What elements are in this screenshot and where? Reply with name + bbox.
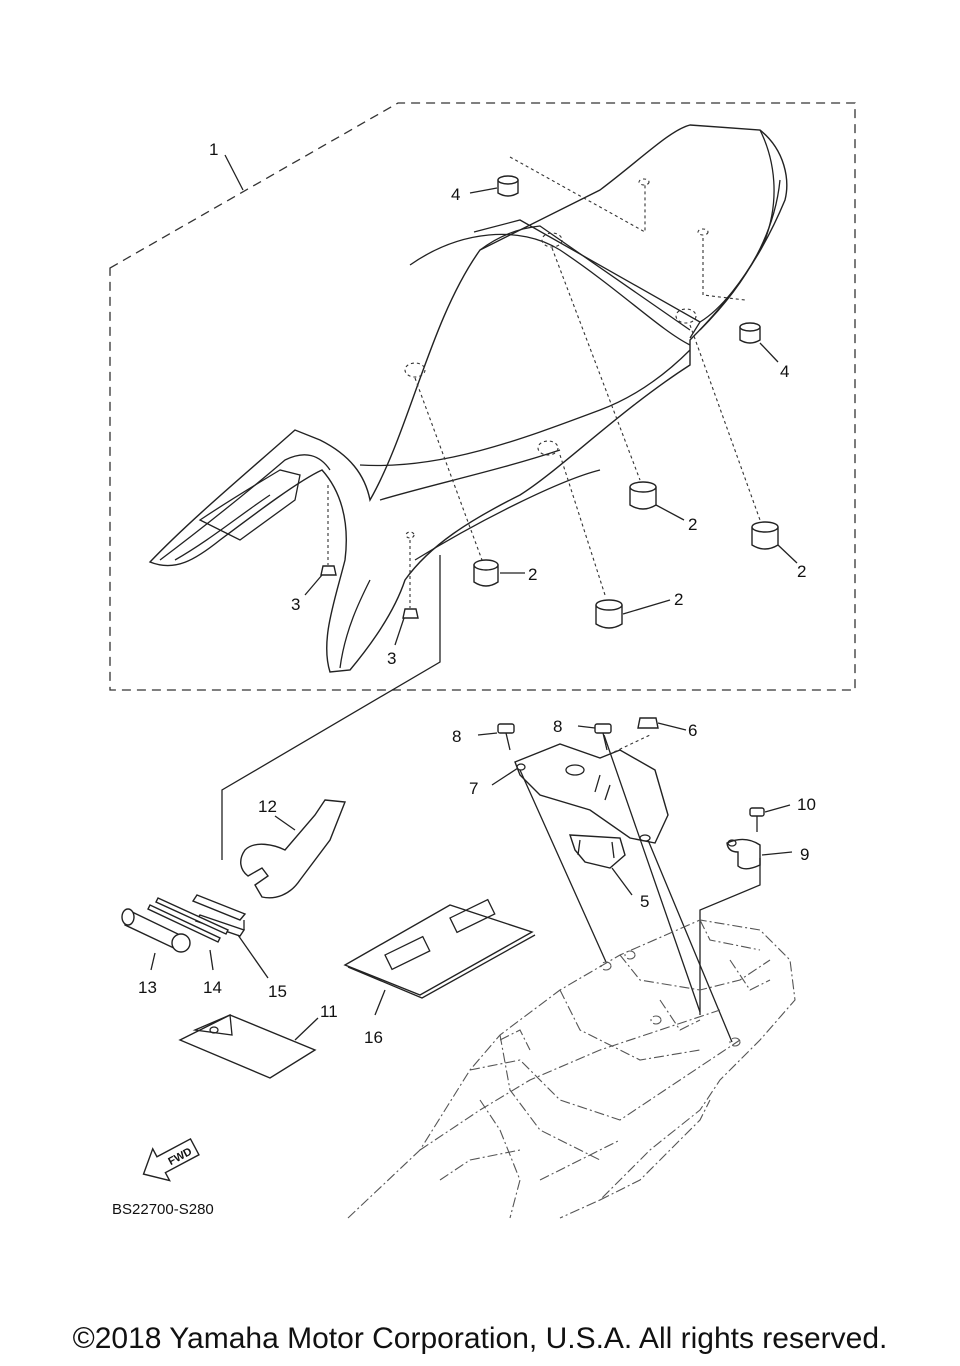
callout-16: 16 [364,1028,383,1047]
callout-5: 5 [640,892,649,911]
callout-12: 12 [258,797,277,816]
bolt-part-10 [749,807,765,832]
lock-part-9 [726,838,761,870]
callout-15: 15 [268,982,287,1001]
callout-8: 8 [452,727,461,746]
callout-2: 2 [674,590,683,609]
seat-assembly-boundary [109,102,856,691]
callout-3: 3 [387,649,396,668]
screwdriver-bit-part-14 [147,897,229,943]
seat [148,124,788,673]
nut-part-6 [637,717,659,729]
damper-part-4 [497,175,761,344]
screwdriver-handle-part-13 [121,908,191,953]
callout-4: 4 [780,362,789,381]
callout-13: 13 [138,978,157,997]
wrench-part-12 [240,799,346,899]
seat-bracket-part-7 [514,743,669,844]
callout-2: 2 [688,515,697,534]
bolt-part-8 [497,723,612,751]
callout-4: 4 [451,185,460,204]
callout-2: 2 [797,562,806,581]
callout-8: 8 [553,717,562,736]
callout-14: 14 [203,978,222,997]
damper-part-2 [473,481,779,629]
manual-part-16 [343,898,536,999]
fwd-arrow-icon: FWD [142,1137,200,1182]
rear-frame [347,919,796,1219]
callout-7: 7 [469,779,478,798]
clip-part-5 [569,834,626,869]
tool-bag-part-11 [178,1014,317,1079]
callout-3: 3 [291,595,300,614]
callout-9: 9 [800,845,809,864]
clip-part-3 [320,565,419,619]
callout-6: 6 [688,721,697,740]
copyright-notice: ©2018 Yamaha Motor Corporation, U.S.A. A… [72,1322,888,1355]
callout-1: 1 [209,140,218,159]
callout-10: 10 [797,795,816,814]
callout-11: 11 [320,1002,338,1021]
drawing-code: BS22700-S280 [112,1201,214,1218]
callout-2: 2 [528,565,537,584]
